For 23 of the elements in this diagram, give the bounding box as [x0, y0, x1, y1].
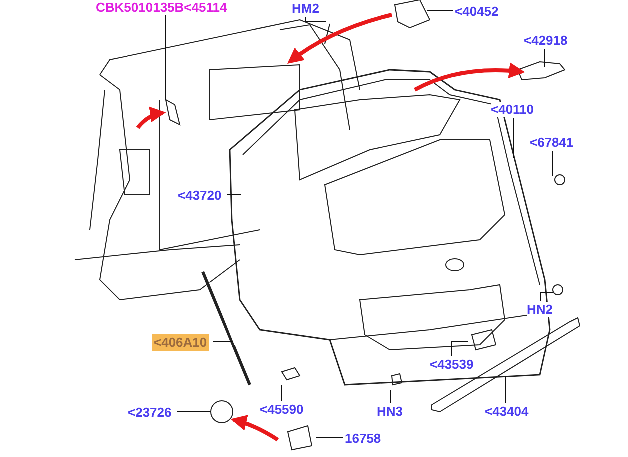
- callout-number: <42918: [524, 33, 568, 48]
- leader-line: [452, 342, 468, 356]
- callout-number: HM2: [292, 1, 320, 16]
- callout-number: <67841: [530, 135, 574, 150]
- callout-number: <43404: [485, 404, 529, 419]
- callout-number: HN2: [527, 302, 554, 317]
- leader-line: [540, 292, 554, 302]
- leader-line: [552, 150, 554, 176]
- leader-line: [390, 390, 392, 404]
- callout-number: <43720: [178, 188, 222, 203]
- callout-number: <40452: [455, 4, 499, 19]
- callout-number: HN3: [377, 404, 404, 419]
- leader-line: [226, 194, 242, 196]
- leader-line: [426, 10, 454, 12]
- callout-number: CBK5010135B<45114: [96, 0, 228, 15]
- callout-number: <43539: [430, 357, 474, 372]
- callout-number: <40110: [491, 102, 534, 117]
- callout-number: <23726: [128, 405, 172, 420]
- leader-line: [306, 16, 326, 22]
- callout-number: 16758: [345, 431, 382, 446]
- leader-line: [544, 48, 546, 68]
- callout-number: <406A10: [152, 334, 210, 351]
- callout-number: <45590: [260, 402, 304, 417]
